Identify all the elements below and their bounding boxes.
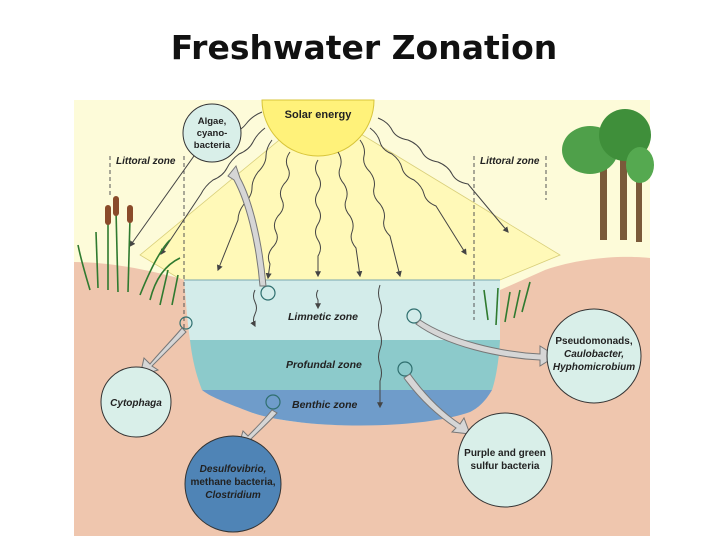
- sun-ray: [377, 117, 509, 233]
- sun-ray-water: [315, 289, 321, 310]
- desulfovibrio-bubble-circle: [184, 435, 282, 533]
- page-title: Freshwater Zonation: [170, 28, 558, 67]
- algae-source-circle: [260, 285, 276, 301]
- desulfovibrio-source-circle: [265, 394, 281, 410]
- purple-arrow: [403, 373, 471, 435]
- algae-bubble-circle: [182, 103, 242, 163]
- cattails-left: [105, 196, 133, 225]
- profundal-zone-label: Profundal zone: [286, 359, 362, 371]
- sun-ray: [265, 151, 291, 280]
- reed: [521, 281, 531, 313]
- purple-bubble: Purple and green sulfur bacteria: [457, 412, 553, 508]
- profundal-zone-water: [190, 340, 500, 390]
- pseudomonads-line: Hyphomicrobium: [553, 362, 635, 373]
- algae-line: Algae,: [198, 116, 227, 127]
- solar-energy-label: Solar energy: [285, 109, 353, 121]
- cattail: [127, 205, 133, 223]
- cattail: [105, 205, 111, 225]
- sun-ray: [216, 139, 273, 272]
- sun-ray: [359, 139, 402, 278]
- sun: [261, 99, 375, 157]
- littoral-zone-label-right: Littoral zone: [480, 156, 540, 167]
- pseudomonads-bubble: Pseudomonads, Caulobacter, Hyphomicrobiu…: [546, 308, 642, 404]
- pseudomonads-bubble-circle: [546, 308, 642, 404]
- limnetic-zone-label: Limnetic zone: [288, 311, 358, 323]
- sun-ray-water: [377, 284, 383, 409]
- reeds-left: [77, 209, 181, 306]
- desulfovibrio-line: Clostridium: [205, 490, 261, 501]
- sun-ray: [160, 127, 266, 255]
- algae-line: cyano-: [197, 128, 228, 139]
- cytophaga-source-circle: [179, 316, 193, 330]
- reed: [139, 239, 171, 296]
- tree-canopy: [626, 147, 654, 183]
- reed: [127, 217, 131, 293]
- purple-source-circle: [397, 361, 413, 377]
- cattail: [113, 196, 119, 216]
- cytophaga-line: Cytophaga: [110, 398, 162, 409]
- reed: [171, 274, 179, 306]
- reed: [159, 269, 169, 306]
- reed: [504, 291, 511, 323]
- algae-bubble: Algae, cyano- bacteria: [182, 103, 242, 163]
- pseudomonads-line: Pseudomonads,: [555, 336, 632, 347]
- tree-trunk: [620, 150, 627, 240]
- desulfovibrio-line: Desulfovibrio,: [200, 464, 267, 475]
- purple-bubble-circle: [457, 412, 553, 508]
- reed: [77, 244, 91, 291]
- reed: [513, 289, 521, 319]
- algae-line: bacteria: [194, 140, 231, 151]
- cytophaga-bubble-circle: [100, 366, 172, 438]
- algae-arrow: [227, 164, 267, 287]
- littoral-zone-label-left: Littoral zone: [116, 156, 176, 167]
- sun-ray-water: [250, 289, 257, 328]
- purple-line: sulfur bacteria: [471, 461, 540, 472]
- pseudomonads-source-circle: [406, 308, 422, 324]
- reed: [95, 231, 99, 289]
- sun-ray: [369, 127, 467, 256]
- cytophaga-bubble: Cytophaga: [100, 366, 172, 438]
- reeds-right: [483, 281, 531, 326]
- benthic-zone-water: [202, 390, 492, 426]
- benthic-zone-label: Benthic zone: [292, 399, 357, 411]
- sun-ray: [337, 151, 363, 278]
- trees-right: [562, 109, 654, 242]
- tree-trunk: [636, 170, 642, 242]
- reed: [483, 289, 489, 321]
- purple-line: Purple and green: [464, 448, 546, 459]
- desulfovibrio-bubble: Desulfovibrio, methane bacteria, Clostri…: [184, 435, 282, 533]
- reed: [115, 209, 119, 293]
- limnetic-zone-water: [184, 280, 500, 340]
- sun-ray: [315, 159, 321, 278]
- tree-trunk: [600, 160, 607, 240]
- pseudomonads-line: Caulobacter,: [564, 349, 624, 360]
- reed: [149, 257, 181, 301]
- reed: [495, 287, 499, 326]
- desulfovibrio-line: methane bacteria,: [190, 477, 275, 488]
